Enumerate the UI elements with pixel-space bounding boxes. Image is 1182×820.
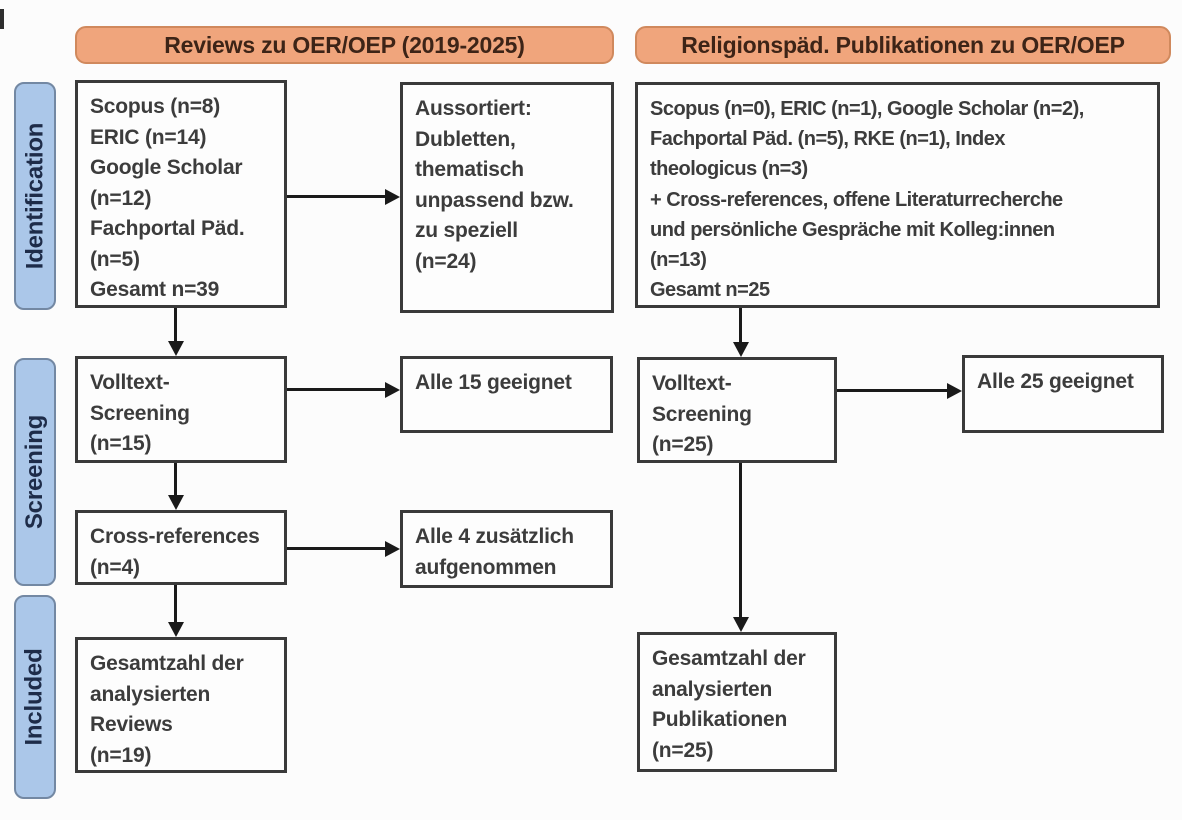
arrow-reviews-fulltext-to-result: [287, 381, 400, 398]
stage-label-screening: Screening: [14, 358, 56, 586]
stage-label-screening-text: Screening: [21, 414, 48, 530]
column-header-publications-label: Religionspäd. Publikationen zu OER/OEP: [681, 31, 1125, 58]
screen-edge-artifact: [0, 9, 4, 29]
stage-label-identification: Identification: [14, 82, 56, 310]
box-reviews-fulltext-result: Alle 15 geeignet: [400, 356, 613, 433]
arrow-reviews-crossref-to-included: [167, 585, 184, 637]
arrow-reviews-crossref-to-result: [287, 540, 400, 557]
stage-label-included: Included: [14, 595, 56, 799]
box-publications-included-total: Gesamtzahl der analysierten Publikatione…: [637, 632, 837, 772]
column-header-reviews-label: Reviews zu OER/OEP (2019-2025): [164, 31, 525, 58]
box-reviews-included-total: Gesamtzahl der analysierten Reviews (n=1…: [75, 637, 287, 773]
arrow-reviews-sources-to-fulltext: [167, 308, 184, 356]
box-publications-sources: Scopus (n=0), ERIC (n=1), Google Scholar…: [635, 82, 1160, 308]
stage-label-identification-text: Identification: [21, 122, 49, 270]
column-header-reviews: Reviews zu OER/OEP (2019-2025): [75, 26, 614, 64]
box-reviews-crossref-result: Alle 4 zusätzlich aufgenommen: [400, 510, 613, 588]
arrow-publications-sources-to-fulltext: [732, 308, 749, 357]
arrow-publications-fulltext-to-included: [732, 463, 749, 632]
arrow-reviews-sources-to-excluded: [287, 188, 400, 205]
box-reviews-sources: Scopus (n=8) ERIC (n=14) Google Scholar …: [75, 80, 287, 308]
arrow-reviews-fulltext-to-crossref: [167, 463, 184, 510]
box-reviews-excluded: Aussortiert: Dubletten, thematisch unpas…: [400, 82, 614, 313]
box-reviews-crossref: Cross-references (n=4): [75, 510, 287, 585]
stage-label-included-text: Included: [21, 648, 49, 746]
column-header-publications: Religionspäd. Publikationen zu OER/OEP: [635, 26, 1171, 64]
box-publications-fulltext-screening: Volltext- Screening (n=25): [637, 357, 837, 463]
box-reviews-fulltext-screening: Volltext- Screening (n=15): [75, 356, 287, 463]
arrow-publications-fulltext-to-result: [837, 382, 962, 399]
box-publications-fulltext-result: Alle 25 geeignet: [962, 355, 1164, 433]
